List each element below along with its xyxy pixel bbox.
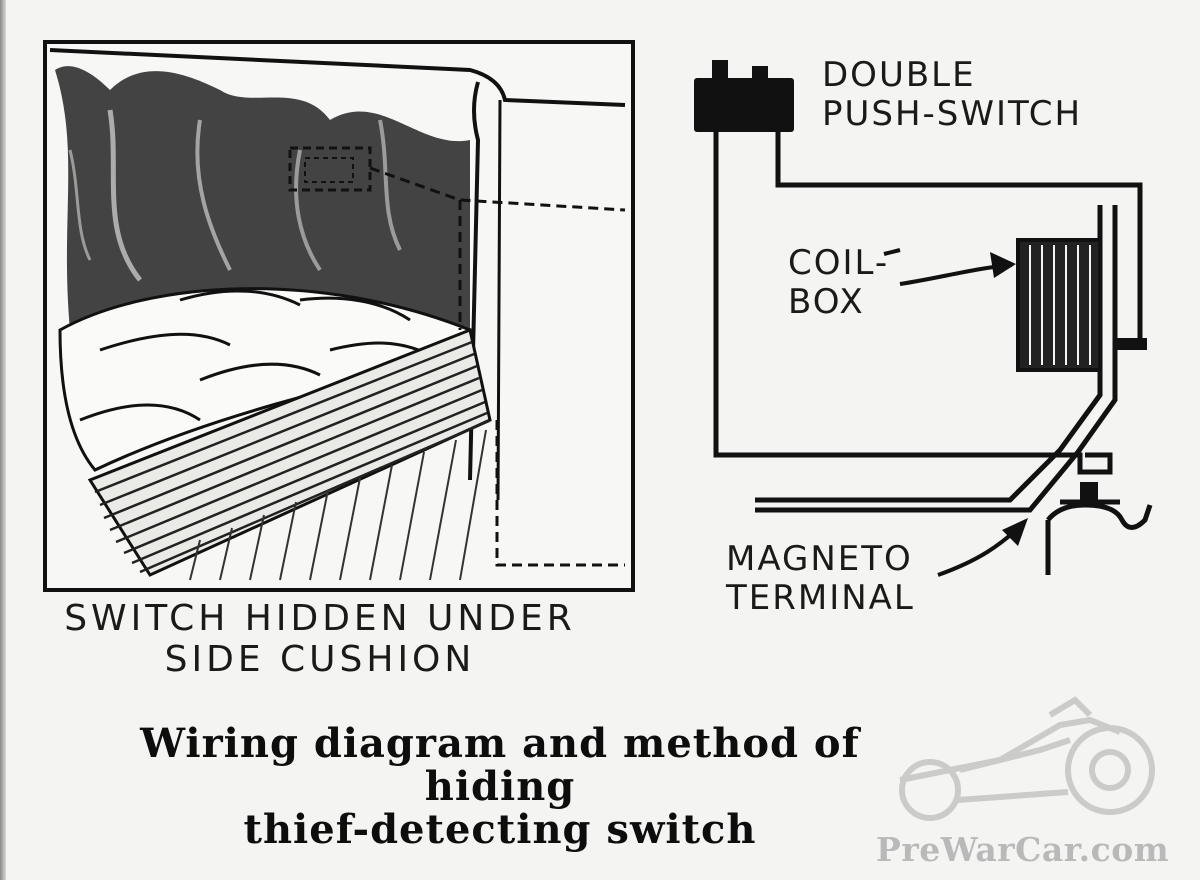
figure-caption: Wiring diagram and method of hiding thie… [100,722,900,852]
figure-caption-line-1: Wiring diagram and method of hiding [140,720,860,811]
figure-caption-line-2: thief-detecting switch [243,806,757,854]
magneto-terminal-label-line-1: MAGNETO [726,539,913,579]
push-switch-symbol [694,60,794,132]
coil-box-label-line-2: BOX [788,282,865,323]
magneto-terminal-symbol [1045,482,1153,575]
inset-caption: SWITCH HIDDEN UNDER SIDE CUSHION [40,598,600,681]
seat-cushion-illustration [43,40,635,592]
coil-box-label-line-1: COIL- [788,243,890,283]
coil-box-label: COIL- BOX [788,243,890,323]
watermark-car-logo [899,696,1155,821]
push-switch-label: DOUBLE PUSH-SWITCH [822,55,1083,135]
wiring-schematic [694,60,1153,577]
inset-caption-line-2: SIDE CUSHION [164,639,476,681]
push-switch-label-line-1: DOUBLE [822,55,976,95]
push-switch-label-line-2: PUSH-SWITCH [822,94,1083,135]
magneto-terminal-label: MAGNETO TERMINAL [726,539,915,619]
magneto-terminal-label-line-2: TERMINAL [726,578,915,619]
watermark-text: PreWarCar.com [876,830,1170,869]
hidden-switch [288,146,372,192]
scan-edge [0,0,6,880]
coil-box-symbol [1016,238,1147,372]
inset-caption-line-1: SWITCH HIDDEN UNDER [64,598,576,639]
